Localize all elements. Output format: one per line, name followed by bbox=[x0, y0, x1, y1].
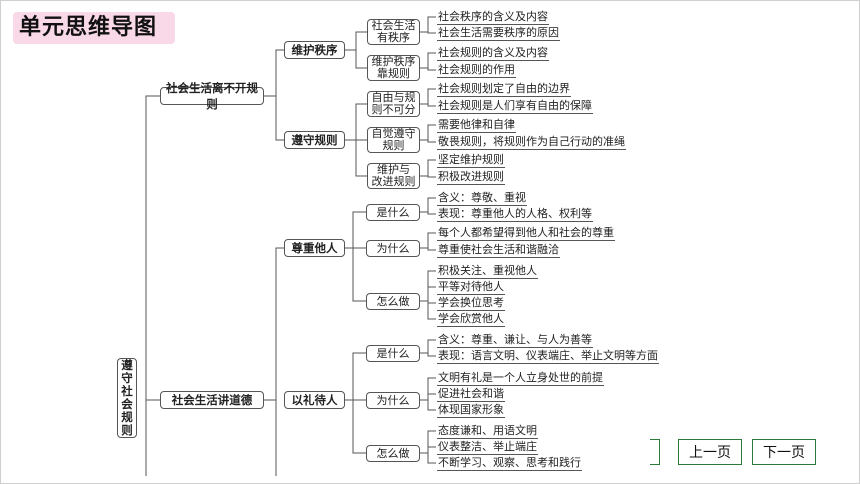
leaf-text: 社会规则是人们享有自由的保障 bbox=[437, 99, 593, 114]
leaf-text: 不断学习、观察、思考和践行 bbox=[437, 456, 582, 471]
leaf-text: 学会换位思考 bbox=[437, 296, 505, 311]
next-page-button[interactable]: 下一页 bbox=[752, 439, 816, 465]
root-node: 遵 守 社 会 规 则 bbox=[117, 358, 137, 438]
connector-improve-leaves bbox=[420, 159, 436, 178]
node-line: 有秩序 bbox=[377, 31, 410, 44]
node-freedom-rules: 自由与规则不可分 bbox=[367, 91, 420, 117]
connector-root-morals bbox=[145, 370, 160, 401]
root-char: 社 bbox=[121, 384, 133, 398]
root-char: 遵 bbox=[121, 358, 133, 372]
leaf-text: 尊重使社会生活和谐融洽 bbox=[437, 243, 560, 258]
node-line: 则不可分 bbox=[371, 103, 416, 116]
connector-root-rules bbox=[145, 95, 160, 370]
node-line: 靠规则 bbox=[377, 67, 410, 80]
leaf-text: 坚定维护规则 bbox=[437, 153, 505, 168]
leaf-text: 需要他律和自律 bbox=[437, 118, 516, 133]
connector-obey-freedom bbox=[345, 103, 367, 141]
connector-rwhy-leaves bbox=[420, 232, 436, 251]
node-courtesy-how: 怎么做 bbox=[366, 445, 420, 462]
sub-respect-others: 尊重他人 bbox=[284, 239, 345, 257]
node-line: 维护秩序 bbox=[371, 55, 416, 68]
node-respect-what: 是什么 bbox=[366, 204, 420, 221]
node-line: 规则 bbox=[382, 139, 405, 152]
connector-cwhy-leaves bbox=[420, 377, 436, 411]
node-improve-rules: 维护与改进规则 bbox=[367, 163, 420, 189]
node-respect-how: 怎么做 bbox=[366, 293, 420, 310]
node-courtesy-why: 为什么 bbox=[366, 392, 420, 409]
title-banner bbox=[13, 12, 175, 44]
leaf-text: 社会规则的作用 bbox=[437, 63, 516, 78]
leaf-text: 文明有礼是一个人立身处世的前提 bbox=[437, 371, 604, 386]
node-self-obey: 自觉遵守规则 bbox=[367, 127, 420, 153]
node-order-by-rules: 维护秩序靠规则 bbox=[367, 55, 420, 81]
connector-obey-improve bbox=[355, 140, 367, 177]
root-char: 会 bbox=[121, 397, 133, 411]
connector-respect-what bbox=[345, 211, 366, 249]
node-social-order: 社会生活有秩序 bbox=[367, 19, 420, 45]
page-title: 单元思维导图 bbox=[19, 15, 158, 40]
leaf-text: 促进社会和谐 bbox=[437, 387, 505, 402]
root-char: 守 bbox=[121, 371, 133, 385]
leaf-text: 表现：尊重他人的人格、权利等 bbox=[437, 207, 593, 222]
connector-morals-respect bbox=[264, 247, 284, 401]
node-respect-why: 为什么 bbox=[366, 240, 420, 257]
leaf-text: 积极关注、重视他人 bbox=[437, 264, 538, 279]
connector-self-leaves bbox=[420, 124, 436, 143]
node-line: 自觉遵守 bbox=[371, 127, 416, 140]
connector-maintain-order bbox=[345, 31, 367, 51]
connector-cwhat-leaves bbox=[420, 339, 436, 357]
leaf-text: 态度谦和、用语文明 bbox=[437, 424, 538, 439]
connector-courtesy-how bbox=[352, 400, 366, 454]
leaf-text: 仪表整洁、举止端庄 bbox=[437, 440, 538, 455]
sub-courtesy: 以礼待人 bbox=[284, 391, 345, 409]
leaf-text: 学会欣赏他人 bbox=[437, 312, 505, 327]
node-courtesy-what: 是什么 bbox=[366, 345, 420, 362]
node-line: 维护与 bbox=[377, 163, 410, 176]
prev-page-button[interactable]: 上一页 bbox=[678, 439, 742, 465]
topic-rules: 社会生活离不开规则 bbox=[160, 81, 264, 111]
leaf-text: 社会规则划定了自由的边界 bbox=[437, 82, 571, 97]
connector-rhow-leaves bbox=[420, 270, 436, 320]
connector-freedom-leaves bbox=[420, 88, 436, 107]
connector-rwhat-leaves bbox=[420, 197, 436, 215]
sub-obey-rules: 遵守规则 bbox=[284, 131, 345, 149]
root-char: 规 bbox=[121, 410, 133, 424]
node-line: 自由与规 bbox=[371, 91, 416, 104]
node-line: 改进规则 bbox=[371, 175, 416, 188]
leaf-text: 社会秩序的含义及内容 bbox=[437, 10, 549, 25]
topic-morals: 社会生活讲道德 bbox=[160, 391, 264, 409]
leaf-text: 含义：尊重、谦让、与人为善等 bbox=[437, 333, 593, 348]
connector-maintain-rules bbox=[355, 50, 367, 69]
leaf-text: 积极改进规则 bbox=[437, 170, 505, 185]
connector-courtesy-what bbox=[345, 352, 366, 401]
sub-maintain-order: 维护秩序 bbox=[284, 41, 345, 59]
leaf-text: 每个人都希望得到他人和社会的尊重 bbox=[437, 226, 615, 241]
leaf-text: 社会生活需要秩序的原因 bbox=[437, 26, 560, 41]
node-line: 社会生活 bbox=[371, 19, 416, 32]
connector-respect-how bbox=[352, 248, 366, 302]
leaf-text: 敬畏规则，将规则作为自己行动的准绳 bbox=[437, 135, 626, 150]
connector-chow-leaves bbox=[420, 430, 436, 464]
connector-rules-obey bbox=[275, 96, 284, 141]
leaf-text: 社会规则的含义及内容 bbox=[437, 46, 549, 61]
leaf-text: 平等对待他人 bbox=[437, 280, 505, 295]
hidden-nav-button-edge[interactable] bbox=[650, 439, 660, 465]
connector-rules-maintain bbox=[264, 49, 284, 97]
connector-order-leaves bbox=[420, 16, 436, 34]
leaf-text: 表现：语言文明、仪表端庄、举止文明等方面 bbox=[437, 349, 659, 364]
connector-rulesorder-leaves bbox=[420, 52, 436, 71]
leaf-text: 体现国家形象 bbox=[437, 403, 505, 418]
root-char: 则 bbox=[121, 423, 133, 437]
leaf-text: 含义：尊敬、重视 bbox=[437, 191, 527, 206]
